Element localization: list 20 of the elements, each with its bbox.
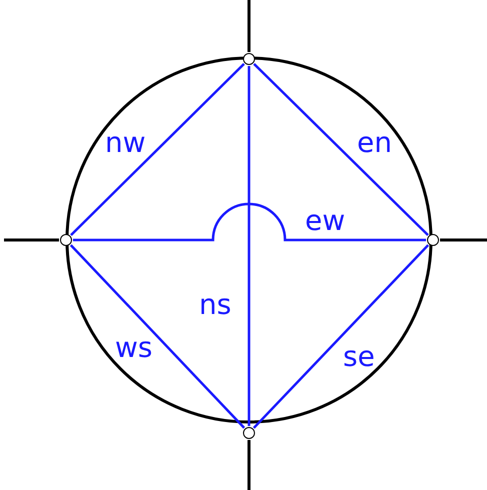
- junction-point: [242, 52, 254, 64]
- line: [248, 66, 250, 426]
- junction-point: [242, 426, 254, 438]
- line: [248, 0, 250, 52]
- line: [248, 440, 250, 490]
- edge-label: ew: [304, 206, 346, 236]
- line: [440, 238, 487, 242]
- line: [70, 63, 245, 236]
- edge-label: ns: [198, 290, 232, 320]
- line: [253, 63, 429, 236]
- junction-point: [426, 234, 438, 246]
- line: [252, 244, 430, 429]
- line: [73, 202, 426, 242]
- edge-label: ws: [114, 333, 154, 363]
- edge-label: se: [342, 342, 376, 372]
- junction-point: [60, 234, 72, 246]
- line: [70, 244, 246, 429]
- line: [4, 238, 59, 242]
- edge-label: en: [356, 128, 393, 158]
- edge-label: nw: [104, 128, 147, 158]
